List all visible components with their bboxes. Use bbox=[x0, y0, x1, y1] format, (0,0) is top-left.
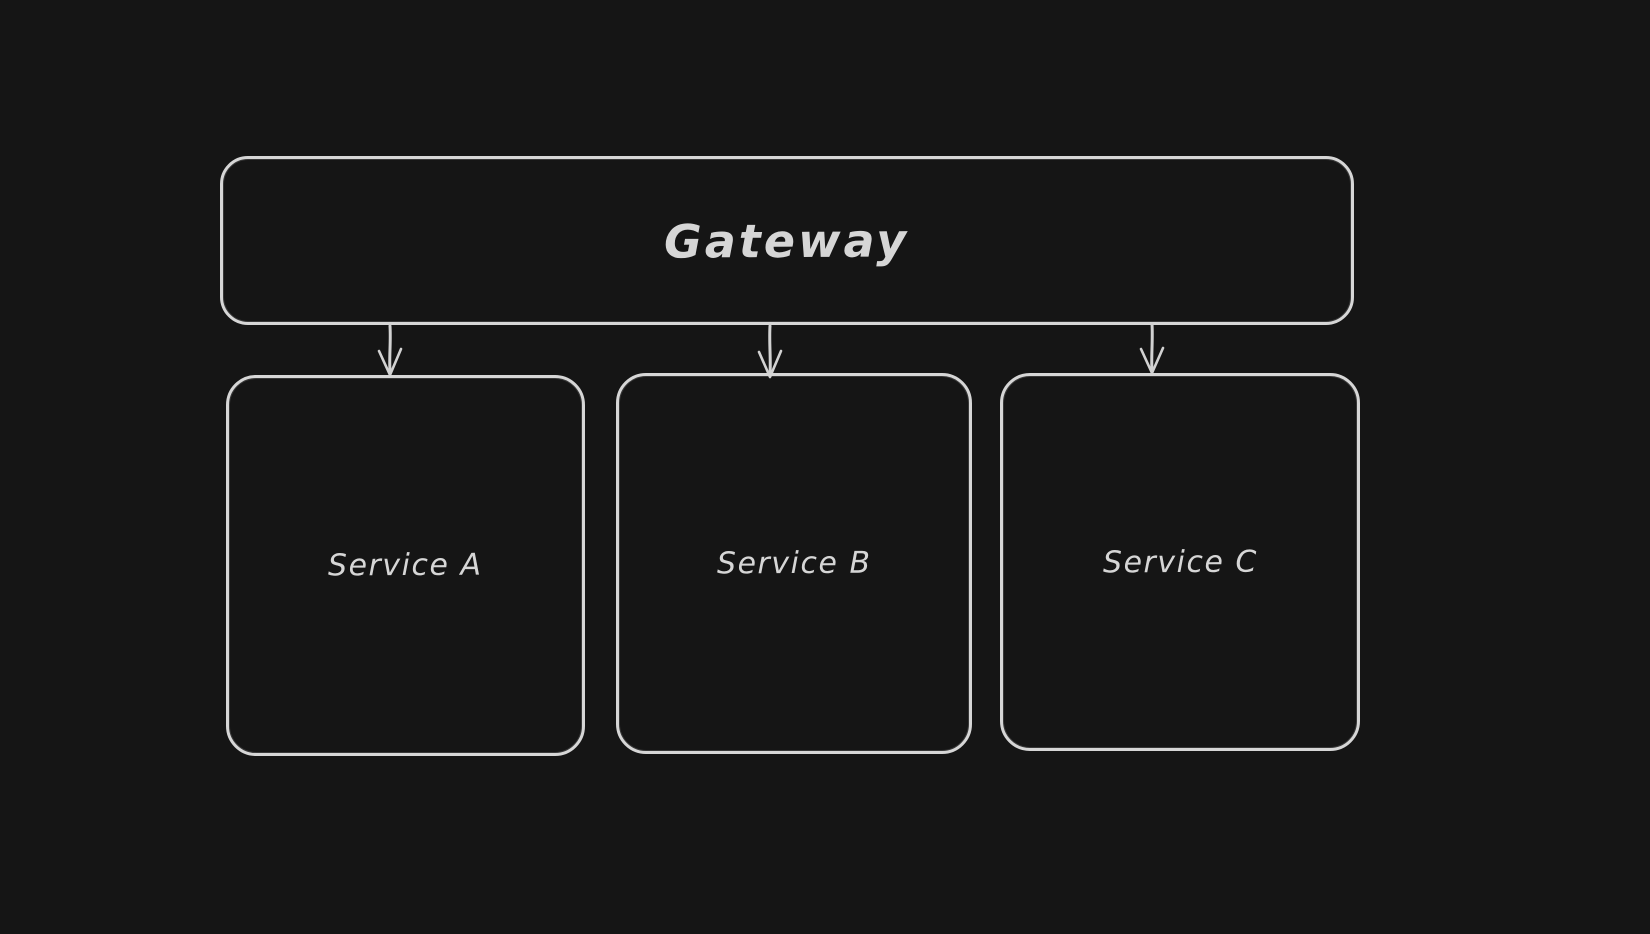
edge-gateway-to-service-a[interactable] bbox=[377, 324, 403, 377]
edge-gateway-to-service-b[interactable] bbox=[757, 324, 783, 379]
node-gateway[interactable]: Gateway bbox=[220, 156, 1354, 325]
node-service-b[interactable]: Service B bbox=[616, 373, 972, 754]
node-service-b-label: Service B bbox=[716, 545, 872, 582]
node-service-a-label: Service A bbox=[328, 547, 483, 584]
node-service-c-label: Service C bbox=[1102, 544, 1258, 580]
edge-gateway-to-service-c[interactable] bbox=[1139, 322, 1165, 375]
node-service-c[interactable]: Service C bbox=[1000, 373, 1360, 751]
node-service-a[interactable]: Service A bbox=[226, 375, 585, 756]
